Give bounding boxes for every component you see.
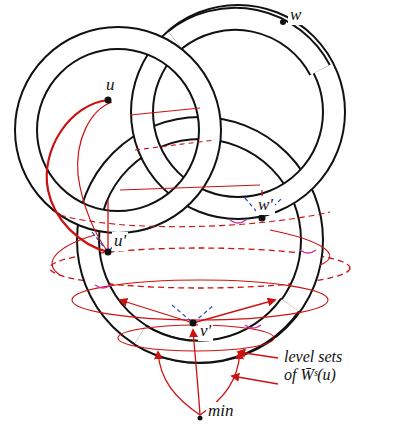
point-label: w' — [256, 196, 275, 215]
point-label: u' — [112, 232, 128, 251]
point-label: v' — [198, 322, 213, 341]
point-label: w — [288, 6, 303, 25]
tube-ring — [26, 38, 210, 222]
point-label: u — [104, 76, 117, 95]
point-label: min — [206, 402, 236, 421]
annotation-label: level sets of W̄ˢ(u) — [282, 348, 358, 383]
